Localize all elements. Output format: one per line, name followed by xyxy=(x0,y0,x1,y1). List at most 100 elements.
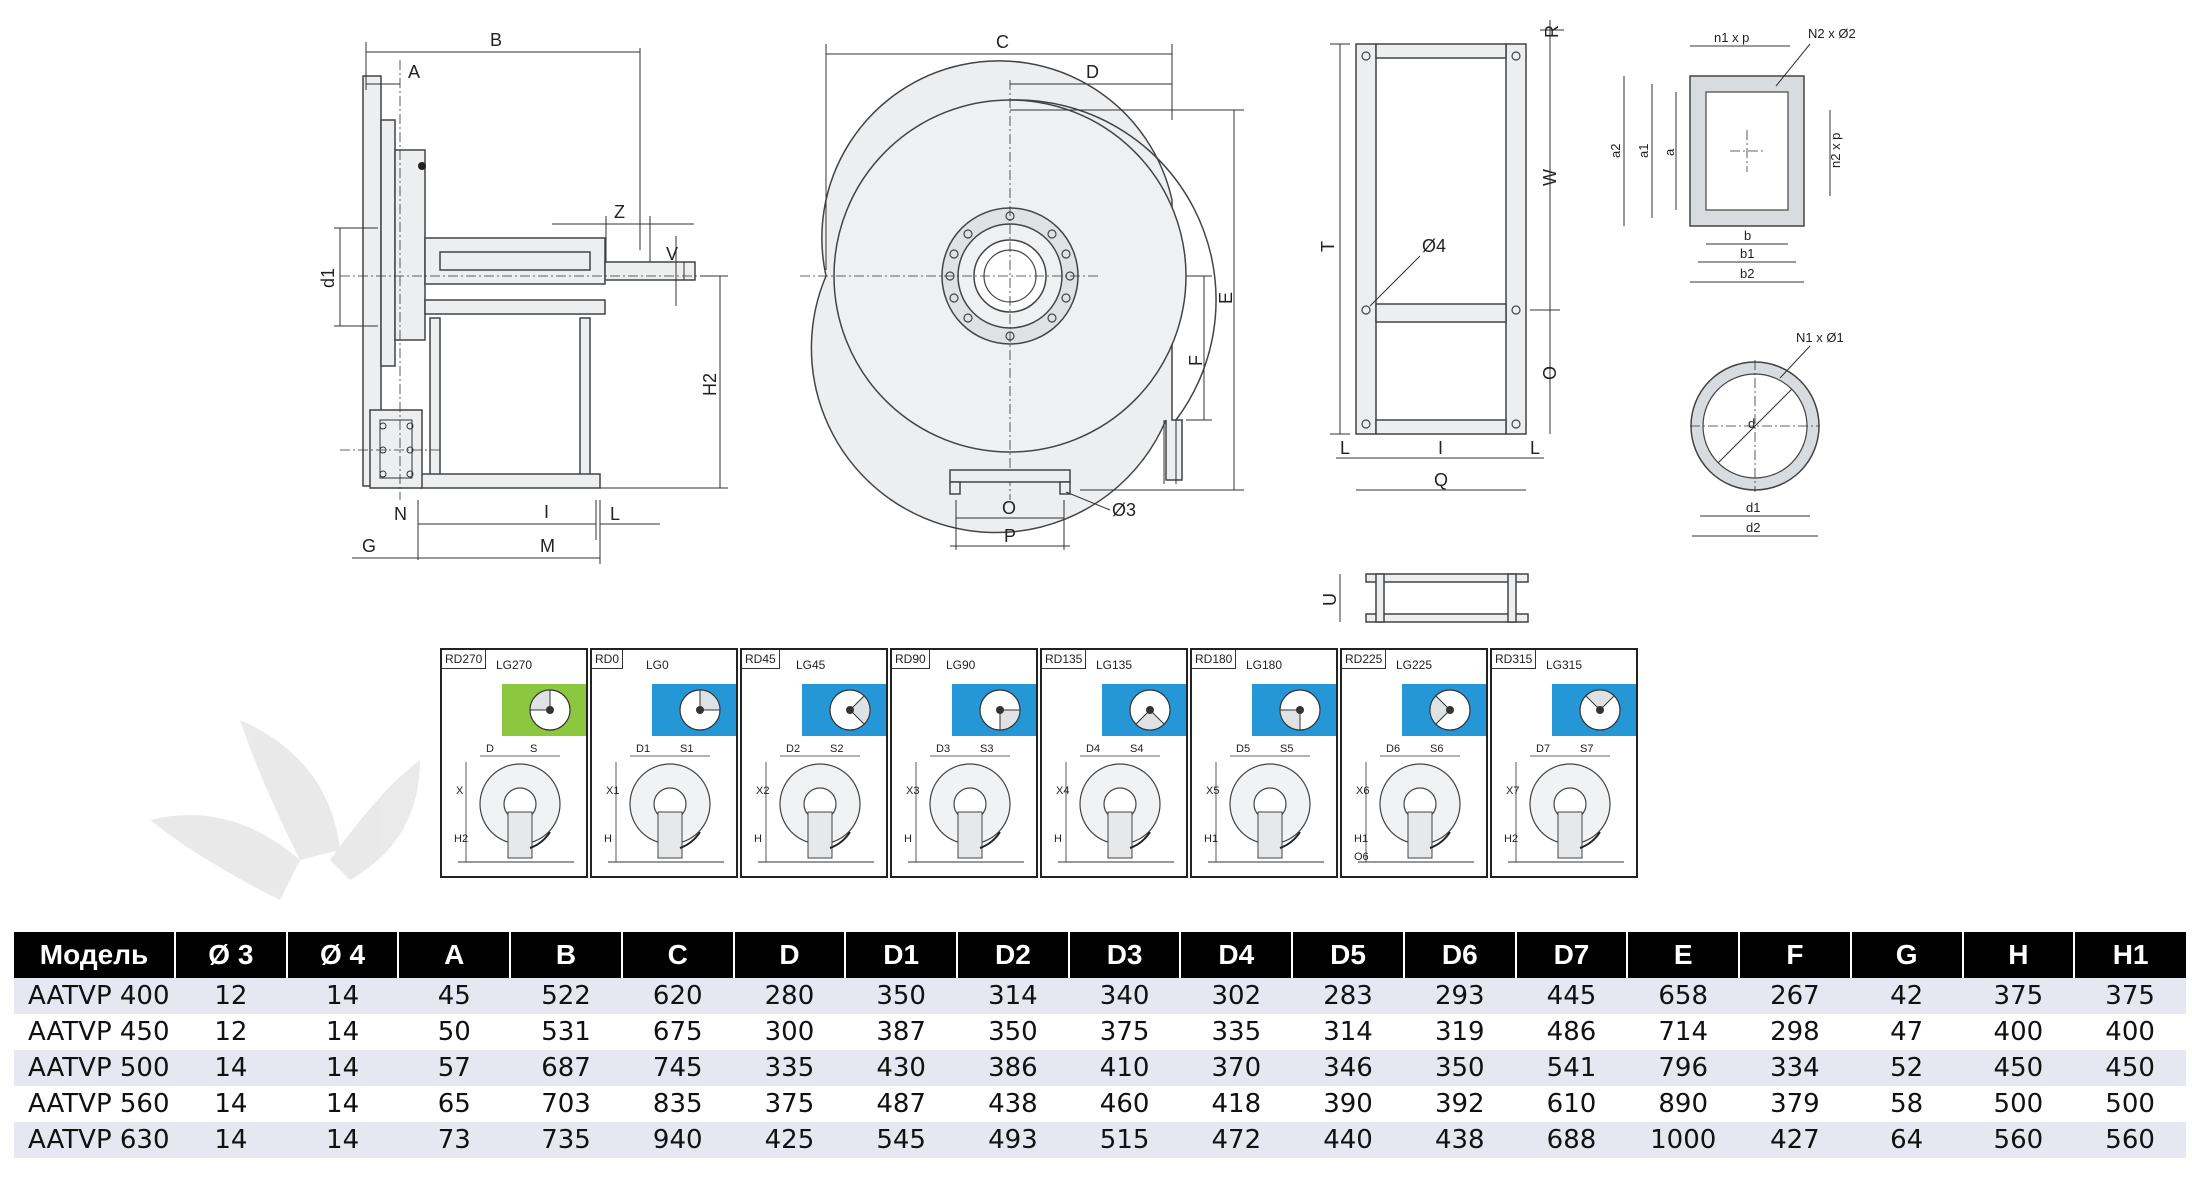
fan-orientation-icon xyxy=(529,689,571,731)
orientation-rd-label: RD180 xyxy=(1192,650,1237,669)
orientation-d-label: D5 xyxy=(1236,743,1250,755)
orientation-h-label: H xyxy=(604,833,612,845)
dim-d1-label: d1 xyxy=(318,268,338,288)
orientation-d-label: D4 xyxy=(1086,743,1100,755)
orientation-rd-label: RD90 xyxy=(892,650,930,669)
value-cell: 745 xyxy=(621,1050,734,1086)
orientation-s-label: S xyxy=(530,743,537,755)
value-cell: 335 xyxy=(733,1050,846,1086)
orientation-x-label: X3 xyxy=(906,785,919,797)
value-cell: 400 xyxy=(1993,1017,2044,1047)
table-header-cell: H xyxy=(1961,932,2075,978)
table-header-cell: A xyxy=(397,932,511,978)
value-cell: 430 xyxy=(845,1050,958,1086)
value-cell: 314 xyxy=(957,978,1069,1014)
dim-p-label: P xyxy=(1004,526,1016,546)
table-header-cell: B xyxy=(509,932,622,978)
value-cell: 300 xyxy=(764,1017,815,1047)
flange-n2xp-label: n2 x p xyxy=(1828,133,1843,168)
value-cell: 319 xyxy=(1434,1017,1485,1047)
value-cell: 58 xyxy=(1890,1089,1924,1119)
value-cell: 12 xyxy=(175,978,287,1014)
value-cell: 493 xyxy=(957,1122,1069,1158)
orientation-s-label: S4 xyxy=(1130,743,1143,755)
value-cell: 438 xyxy=(1403,1122,1516,1158)
value-cell: 14 xyxy=(286,978,399,1014)
orientation-s-label: S6 xyxy=(1430,743,1443,755)
value-cell: 42 xyxy=(1850,978,1963,1014)
value-cell: 14 xyxy=(175,1122,287,1158)
value-cell: 346 xyxy=(1292,1050,1404,1086)
orientation-rd-label: RD270 xyxy=(442,650,487,669)
model-cell: AATVP 450 xyxy=(28,1017,170,1047)
model-cell: AATVP 630 xyxy=(14,1122,175,1158)
value-cell: 515 xyxy=(1068,1122,1181,1158)
dim-m-label: M xyxy=(540,536,555,556)
flange-b1-label: b1 xyxy=(1740,246,1754,261)
value-cell: 940 xyxy=(621,1122,734,1158)
orientation-h-label: H xyxy=(754,833,762,845)
round-d2-label: d2 xyxy=(1746,520,1760,535)
value-cell: 620 xyxy=(621,978,734,1014)
dim-f-label: F xyxy=(1186,355,1206,366)
value-cell: 45 xyxy=(398,978,511,1014)
value-cell: 334 xyxy=(1739,1050,1851,1086)
orientation-lg-label: LG135 xyxy=(1096,658,1133,672)
value-cell: 450 xyxy=(1962,1050,2075,1086)
fan-orientation-icon xyxy=(1579,689,1621,731)
orientation-d-label: D6 xyxy=(1386,743,1400,755)
value-cell: 410 xyxy=(1068,1050,1181,1086)
dim-t-label: T xyxy=(1318,241,1338,252)
dim-i-label: I xyxy=(544,502,549,522)
technical-drawings: B A d1 Z V H2 I N L G M xyxy=(150,20,1856,900)
value-cell: 460 xyxy=(1099,1089,1150,1119)
table-header-cell: E xyxy=(1626,932,1740,978)
value-cell: 418 xyxy=(1211,1089,1262,1119)
orientation-h-label: H2 xyxy=(1504,833,1518,845)
value-cell: 298 xyxy=(1770,1017,1820,1047)
value-cell: 14 xyxy=(175,1050,287,1086)
value-cell: 675 xyxy=(652,1017,703,1047)
dim-n-label: N xyxy=(394,504,407,524)
value-cell: 335 xyxy=(1211,1017,1262,1047)
value-cell: 440 xyxy=(1292,1122,1404,1158)
value-cell: 370 xyxy=(1180,1050,1293,1086)
model-cell: AATVP 400 xyxy=(14,978,175,1014)
value-cell: 375 xyxy=(1099,1017,1150,1047)
dim-e-label: E xyxy=(1216,292,1236,304)
value-cell: 350 xyxy=(1403,1050,1516,1086)
value-cell: 280 xyxy=(733,978,846,1014)
fan-orientation-icon xyxy=(829,689,871,731)
orientation-lg-label: LG225 xyxy=(1396,658,1433,672)
value-cell: 445 xyxy=(1515,978,1628,1014)
orientation-x-label: X4 xyxy=(1056,785,1069,797)
fan-orientation-icon xyxy=(1279,689,1321,731)
value-cell: 65 xyxy=(437,1089,471,1119)
value-cell: 545 xyxy=(845,1122,958,1158)
table-header-cell: G xyxy=(1849,932,1963,978)
dim-d-label: D xyxy=(1086,62,1099,82)
flange-a-label: a xyxy=(1662,148,1677,156)
orientation-lg-label: LG45 xyxy=(796,658,826,672)
orientation-d-label: D xyxy=(486,743,494,755)
dim-b-label: B xyxy=(490,30,502,50)
dim-l-left-label: L xyxy=(1340,438,1350,458)
value-cell: 531 xyxy=(541,1017,591,1047)
value-cell: 50 xyxy=(437,1017,471,1047)
value-cell: 314 xyxy=(1323,1017,1373,1047)
value-cell: 541 xyxy=(1515,1050,1628,1086)
model-cell: AATVP 500 xyxy=(14,1050,175,1086)
table-header-cell: D3 xyxy=(1067,932,1181,978)
orientation-x-label: X6 xyxy=(1356,785,1369,797)
orientation-rd-label: RD45 xyxy=(742,650,780,669)
orientation-rd-label: RD315 xyxy=(1492,650,1537,669)
